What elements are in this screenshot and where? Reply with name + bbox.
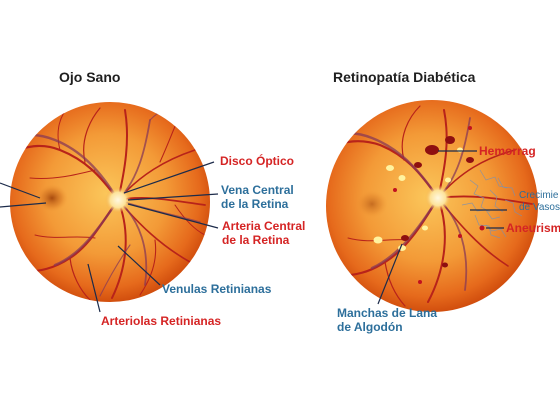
label-venules: Venulas Retinianas (162, 282, 272, 296)
macula (36, 184, 68, 212)
label-hemorrhages: Hemorrag (479, 144, 536, 158)
healthy-retina (10, 102, 210, 302)
cotton-wool-spots (373, 147, 463, 251)
label-cotton-wool-spots: Manchas de Lana de Algodón (337, 306, 438, 334)
label-optic-disc: Disco Óptico (220, 154, 295, 168)
hemorrhages (401, 136, 474, 268)
title-healthy-eye: Ojo Sano (59, 69, 121, 85)
leader-lines (0, 150, 507, 313)
optic-disc (105, 187, 131, 213)
diabetic-retina (326, 100, 538, 312)
label-central-artery: Arteria Central de la Retina (222, 219, 306, 247)
label-central-vein: Vena Central de la Retina (221, 183, 294, 211)
title-diabetic-retinopathy: Retinopatía Diabética (333, 69, 476, 85)
label-aneurysms: Aneurism (506, 221, 560, 235)
microaneurysms (393, 126, 485, 284)
label-arterioles: Arteriolas Retinianas (101, 314, 222, 328)
label-vessel-growth: Crecimie de Vasos (519, 190, 560, 213)
